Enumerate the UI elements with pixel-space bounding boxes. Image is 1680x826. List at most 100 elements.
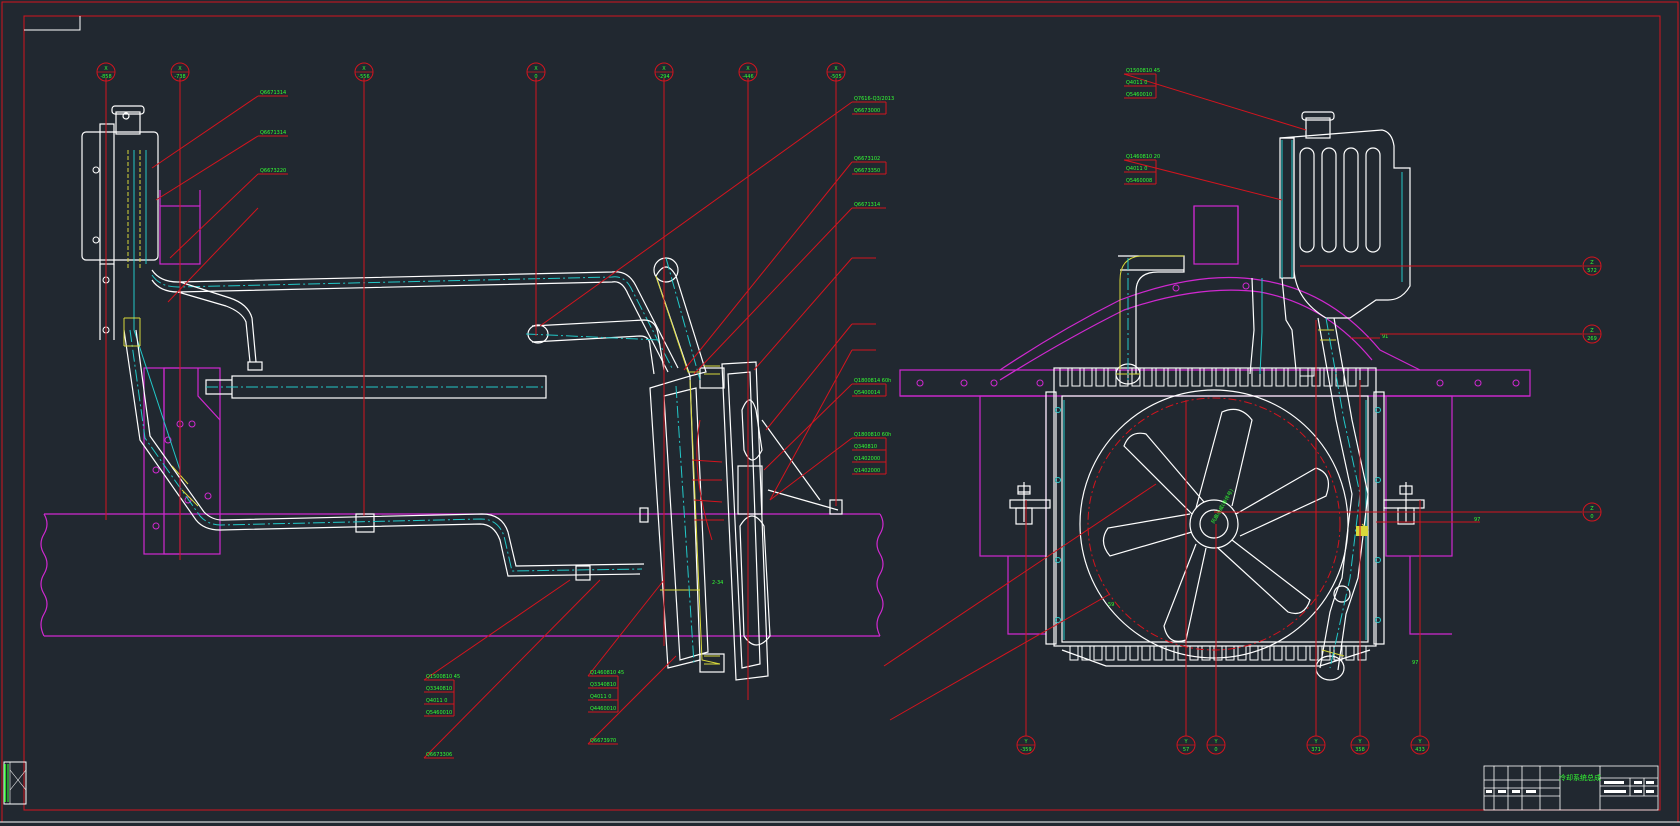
callout-code: Q5460008 <box>1126 178 1152 184</box>
z-marker-label: Z <box>1590 506 1594 512</box>
callout-bottom: Q6673970 <box>588 738 618 745</box>
y-marker-label: Y <box>1023 739 1028 745</box>
y-marker: Y -359 <box>1016 500 1036 755</box>
callout-code: Q6671314 <box>260 130 286 136</box>
z-marker-value: 0 <box>1590 514 1593 520</box>
x-marker-value: -858 <box>100 74 111 80</box>
x-marker-label: X <box>534 66 538 72</box>
callout-left: Q6671314 <box>258 90 288 97</box>
callout-front: Q1500810 45 Q4011 0 Q5460010 <box>1124 68 1160 99</box>
y-marker-value: 371 <box>1311 747 1321 753</box>
z-marker: Z0 <box>1214 502 1602 522</box>
mount-right <box>1383 482 1425 525</box>
x-marker: X0 <box>526 62 546 336</box>
left-revision-box <box>3 761 27 805</box>
callout-bottom: Q6673306 <box>424 752 454 759</box>
side-view: 2-34 <box>40 105 884 681</box>
z-marker-label: Z <box>1590 260 1594 266</box>
callout-code: Q4011 0 <box>1126 80 1147 86</box>
callout-code: Q1500810 45 <box>1126 68 1160 74</box>
callout-left: Q6671314 <box>258 130 288 137</box>
drawing-border <box>23 15 1661 811</box>
callout-code: Q1460810 20 <box>1126 154 1160 160</box>
x-marker: X -505 <box>826 62 846 506</box>
callout-leaders <box>151 73 1480 759</box>
callout-code: Q6673970 <box>590 738 616 744</box>
y-marker-value: -359 <box>1020 747 1031 753</box>
x-marker-value: -294 <box>658 74 669 80</box>
callout-code: Q1402000 <box>854 456 880 462</box>
y-marker-value: 358 <box>1355 747 1365 753</box>
callout-code: Q4011 0 <box>1126 166 1147 172</box>
y-marker-label: Y <box>1357 739 1362 745</box>
fan-label: 风扇总成(单件号) <box>1210 488 1236 525</box>
callout-code: Q6673220 <box>260 168 286 174</box>
callout-code: Q4011 0 <box>426 698 447 704</box>
upper-elbow <box>1115 255 1185 385</box>
y-marker: Y 358 <box>1350 380 1370 755</box>
x-marker-value: -556 <box>358 74 369 80</box>
expansion-tank-front <box>1279 111 1411 319</box>
drawing-title: 冷却系统总成 <box>1559 773 1601 782</box>
front-view: 59 91 97 97 风扇总成(单件号) <box>899 111 1531 681</box>
callout-code: Q6671314 <box>260 90 286 96</box>
y-marker-label: Y <box>1313 739 1318 745</box>
x-marker-value: -738 <box>174 74 185 80</box>
x-marker-label: X <box>178 66 182 72</box>
callout-code: Q3340810 <box>426 686 452 692</box>
x-marker-label: X <box>662 66 666 72</box>
right-hose <box>1315 317 1369 681</box>
callout-code: Q6673306 <box>426 752 452 758</box>
z-marker-label: Z <box>1590 328 1594 334</box>
z-marker: Z 269 <box>1380 324 1602 344</box>
axis-markers: X-858X-738X-556X0X-294X-446X-505Y-359Y57… <box>96 62 1602 755</box>
y-marker-label: Y <box>1417 739 1422 745</box>
title-block <box>1483 765 1659 811</box>
callout-labels: Q6671314Q6671314Q6673220Q7616-Q3/2013Q66… <box>258 68 1160 759</box>
callout-code: Q5460010 <box>426 710 452 716</box>
callout-code: Q1800810 60h <box>854 432 891 438</box>
callout-code: Q6671314 <box>854 202 880 208</box>
crossmember <box>899 205 1531 635</box>
mount-left <box>1009 482 1051 525</box>
bleed-pipe <box>177 281 263 371</box>
callout-left: Q6673220 <box>258 168 288 175</box>
x-marker-label: X <box>834 66 838 72</box>
radiator-fins-top <box>1059 367 1369 387</box>
callout-code: Q6673350 <box>854 168 880 174</box>
callout-code: Q3340810 <box>590 682 616 688</box>
callout-code: Q5460010 <box>1126 92 1152 98</box>
dimension-front-2: 91 <box>1382 334 1388 340</box>
upper-hose-pipe <box>151 269 679 373</box>
callout-code: Q7616-Q3/2013 <box>854 96 894 102</box>
x-marker-label: X <box>104 66 108 72</box>
x-marker: X-446 <box>738 62 758 700</box>
inlet-tube <box>527 319 665 375</box>
callout-code: Q5400014 <box>854 390 880 396</box>
callout-code: Q340810 <box>854 444 877 450</box>
y-marker-label: Y <box>1183 739 1188 745</box>
callout-code: Q1500810 45 <box>426 674 460 680</box>
x-marker-value: 0 <box>534 74 537 80</box>
y-marker-label: Y <box>1213 739 1218 745</box>
x-marker-value: -505 <box>830 74 841 80</box>
callout-right: Q6671314 <box>852 202 886 209</box>
callout-code: Q4460010 <box>590 706 616 712</box>
x-marker: X -294 <box>654 62 674 646</box>
x-marker-label: X <box>746 66 750 72</box>
y-marker-value: 57 <box>1183 747 1189 753</box>
y-marker: Y 371 <box>1306 320 1326 755</box>
x-marker-label: X <box>362 66 366 72</box>
callout-code: Q4011 0 <box>590 694 611 700</box>
z-marker-value: 269 <box>1587 336 1597 342</box>
callout-code: Q6673102 <box>854 156 880 162</box>
